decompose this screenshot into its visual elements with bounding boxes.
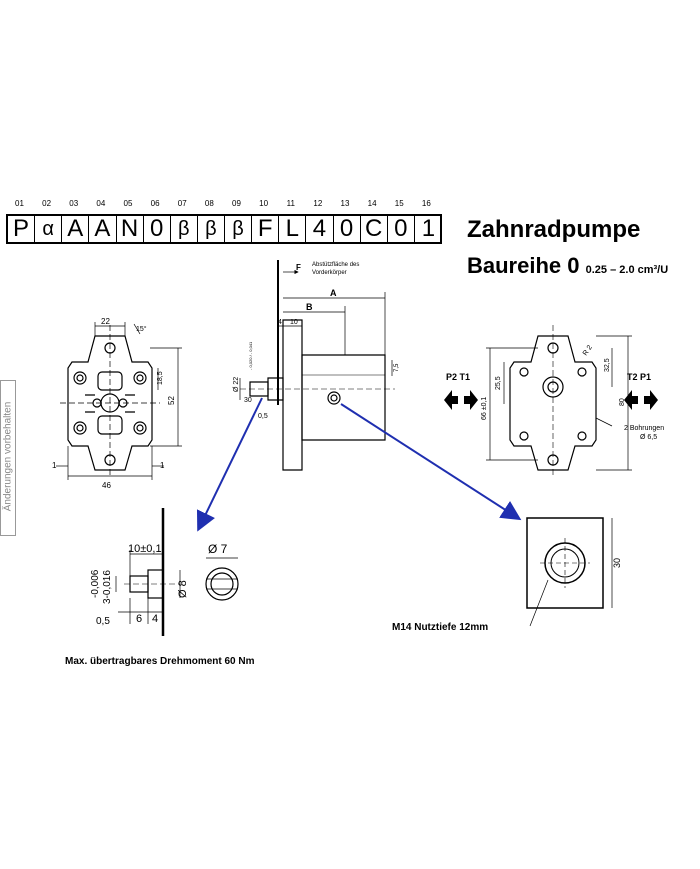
volume-range: 0.25 – 2.0 cm³/U (585, 264, 669, 276)
code-position-13: 13 (340, 199, 350, 208)
port-dim-30: 30 (612, 558, 622, 568)
rear-view (509, 325, 597, 478)
front-dim-angle: 15° (136, 325, 147, 333)
code-position-11: 11 (286, 199, 295, 208)
code-char-8: β (198, 216, 225, 242)
callout-arrow-shaft (196, 397, 263, 532)
shaft-dim-10: 10±0,1 (128, 543, 162, 555)
shaft-dim-6: 6 (136, 613, 142, 625)
callout-arrow-port (340, 403, 522, 521)
shaft-caption: Max. übertragbares Drehmoment 60 Nm (65, 656, 255, 667)
rear-dim-80: 80 (619, 398, 626, 406)
side-dim-30: 30 (244, 397, 252, 404)
rear-dim-r2: R 2 (582, 344, 594, 357)
code-char-5: N (117, 216, 144, 242)
code-position-02: 02 (42, 199, 52, 208)
shaft-detail (124, 508, 239, 636)
code-position-16: 16 (421, 199, 431, 208)
shaft-dim-05: 0,5 (96, 616, 110, 627)
side-view (240, 260, 395, 471)
code-char-9: β (225, 216, 253, 242)
code-char-2: α (35, 216, 63, 242)
side-dim-a: A (330, 288, 337, 298)
front-dim-left-one: 1 (52, 461, 57, 470)
rear-bore-note-1: 2 Bohrungen (624, 425, 664, 432)
code-position-04: 04 (96, 199, 106, 208)
flow-arrow-right-icon (624, 390, 658, 410)
code-char-13: 0 (334, 216, 361, 242)
code-position-14: 14 (367, 199, 377, 208)
code-position-07: 07 (177, 199, 187, 208)
port-detail (526, 517, 613, 627)
code-char-3: A (62, 216, 90, 242)
code-char-6: 0 (144, 216, 171, 242)
code-position-numbers: 01 02 03 04 05 06 07 08 09 10 11 12 13 14 15 16 (6, 199, 442, 211)
port-caption: M14 Nutztiefe 12mm (392, 622, 489, 633)
code-char-1: P (8, 216, 36, 242)
rear-right-ports: T2 P1 (627, 372, 651, 382)
code-char-14: C (361, 216, 388, 242)
front-dim-width-total: 46 (102, 481, 111, 490)
side-f-note-1: Abstützfläche des (312, 262, 359, 268)
side-f-note-2: Vorderkörper (312, 270, 347, 276)
code-char-10: F (252, 216, 280, 242)
side-dim-4: 4 (278, 319, 282, 326)
flow-arrow-left-icon (444, 390, 478, 410)
front-view (60, 325, 160, 478)
code-char-4: A (89, 216, 117, 242)
code-position-09: 09 (232, 199, 241, 208)
code-position-10: 10 (259, 199, 269, 208)
code-char-7: β (171, 216, 198, 242)
code-char-16: 1 (421, 215, 436, 242)
shaft-dim-d7: Ø 7 (208, 542, 228, 556)
side-dim-d22: Ø 22 (233, 377, 240, 392)
front-dim-width-top: 22 (101, 317, 110, 326)
side-view-dimensions (239, 269, 393, 400)
code-char-11: L (279, 216, 307, 242)
side-dim-10: 10 (290, 319, 298, 326)
shaft-dim-d8: Ø 8 (177, 580, 189, 598)
code-char-12: 4 (306, 216, 334, 242)
front-view-dimensions (56, 322, 182, 480)
page-subtitle: Baureihe 0 0.25 – 2.0 cm³/U (467, 253, 669, 278)
rear-dim-25: 25,5 (495, 376, 502, 390)
rear-dim-66: 66 ±0,1 (481, 397, 488, 420)
shaft-dim-4: 4 (152, 613, 158, 625)
shaft-tol-2: 3-0,016 (102, 570, 113, 604)
page-title: Zahnradpumpe (467, 216, 641, 243)
rear-view-dimensions (486, 335, 632, 471)
side-dim-tol: - 0,020 / - 0,041 (248, 341, 253, 370)
side-note-box: Änderungen vorbehalten (0, 380, 16, 536)
side-dim-05: 0,5 (258, 413, 268, 420)
code-position-03: 03 (69, 199, 79, 208)
front-dim-height: 52 (167, 396, 176, 405)
shaft-detail-dimensions (115, 550, 238, 624)
shaft-tol-1: -0,006 (90, 569, 101, 598)
front-dim-right-small: 18,5 (157, 371, 164, 385)
code-position-15: 15 (394, 199, 404, 208)
side-dim-73: 7,5 (394, 363, 400, 372)
code-position-06: 06 (150, 199, 160, 208)
code-position-05: 05 (123, 199, 133, 208)
code-char-15: 0 (388, 216, 415, 242)
code-position-08: 08 (204, 199, 214, 208)
rear-bore-note-2: Ø 6,5 (640, 434, 657, 441)
rear-dim-325: 32,5 (604, 358, 611, 372)
side-f-label: F (296, 263, 301, 272)
code-position-01: 01 (15, 199, 24, 208)
code-position-12: 12 (313, 199, 323, 208)
side-dim-b: B (306, 302, 313, 312)
front-dim-right-one: 1 (160, 461, 165, 470)
rear-left-ports: P2 T1 (446, 372, 470, 382)
